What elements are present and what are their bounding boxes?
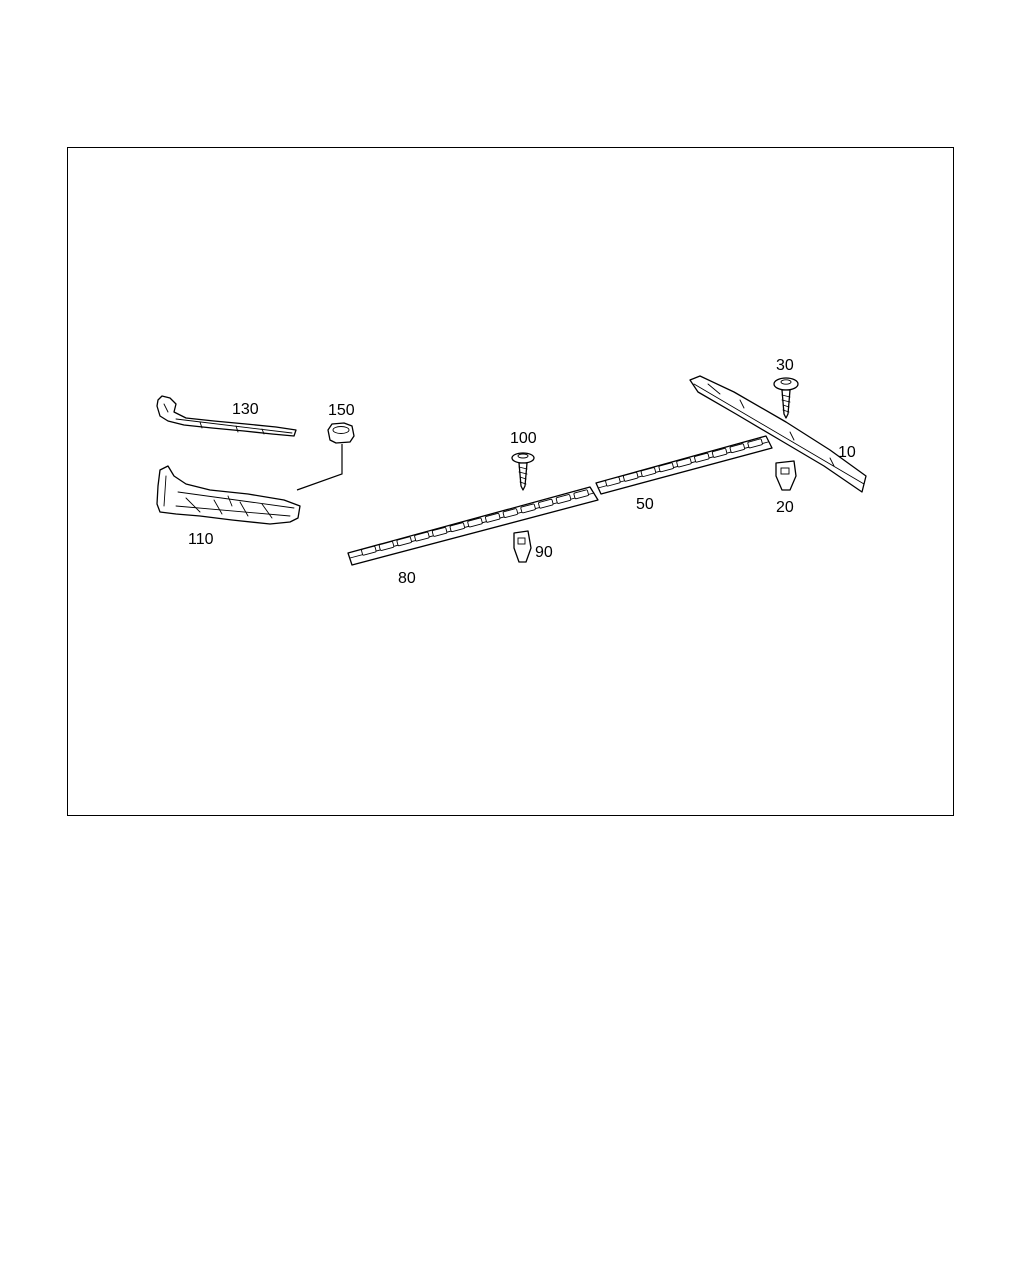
- part-130-bracket[interactable]: [156, 395, 297, 437]
- callout-10: 10: [838, 444, 856, 461]
- strip-slot: [729, 443, 746, 454]
- callout-110: 110: [188, 531, 214, 548]
- part-20-clip[interactable]: [775, 460, 797, 491]
- callout-150: 150: [328, 402, 355, 419]
- strip-slot: [676, 457, 692, 468]
- strip-slot: [711, 448, 728, 458]
- callout-90: 90: [535, 544, 553, 561]
- strip-slot: [555, 494, 572, 504]
- leader-150: [296, 444, 343, 491]
- strip-slot: [467, 517, 483, 528]
- strip-slot: [694, 452, 710, 463]
- strip-slot: [449, 522, 466, 533]
- strip-slot: [573, 489, 589, 500]
- strip-slot: [396, 536, 412, 547]
- part-150-nut[interactable]: [327, 422, 355, 444]
- strip-slot: [622, 471, 639, 482]
- strip-slot: [640, 467, 657, 477]
- strip-slot: [502, 508, 519, 518]
- callout-100: 100: [510, 430, 537, 447]
- strip-slot: [520, 503, 536, 514]
- callout-50: 50: [636, 496, 654, 513]
- part-90-clip[interactable]: [513, 530, 532, 563]
- callout-80: 80: [398, 570, 416, 587]
- strip-slot: [484, 512, 501, 523]
- part-100-screw[interactable]: [511, 452, 535, 491]
- slots-50: [605, 438, 763, 487]
- callout-20: 20: [776, 499, 794, 516]
- part-10-rail[interactable]: [689, 375, 867, 493]
- strip-slot: [414, 531, 430, 542]
- strip-slot: [605, 476, 621, 487]
- strip-slot: [431, 527, 448, 537]
- part-30-screw[interactable]: [773, 377, 799, 419]
- part-110-trim-panel[interactable]: [156, 465, 301, 525]
- slots-80: [361, 489, 589, 556]
- part-50-sill-strip[interactable]: [595, 435, 773, 495]
- strip-slot: [361, 545, 377, 556]
- strip-slot: [658, 462, 674, 473]
- callout-30: 30: [776, 357, 794, 374]
- strip-slot: [538, 498, 554, 509]
- part-80-sill-strip[interactable]: [347, 486, 599, 566]
- callout-130: 130: [232, 401, 259, 418]
- strip-slot: [747, 438, 763, 449]
- strip-slot: [378, 541, 395, 551]
- diagram-frame: [67, 147, 954, 816]
